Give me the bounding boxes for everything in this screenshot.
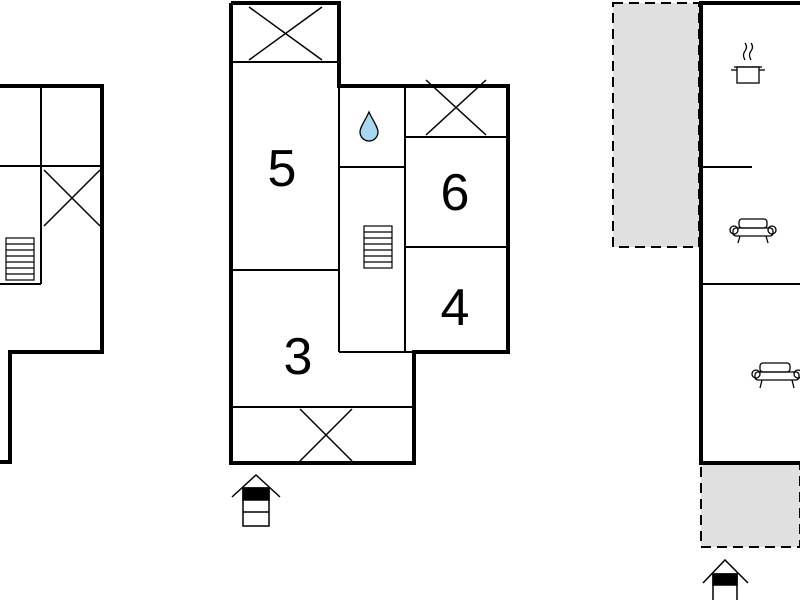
sofa-icon [751,362,800,389]
entrance-arrow-icon [702,558,749,600]
right-building-outer-wall [699,1,800,465]
void-cross-icon [425,79,487,136]
room-number-3: 3 [284,328,313,386]
right-building [612,1,800,600]
void-cross-icon [299,408,353,462]
left-building [0,84,104,464]
outdoor-terrace-area [700,462,800,548]
cooking-pot-icon [731,42,765,84]
entrance-arrow-icon [231,473,281,527]
room-number-6: 6 [441,164,470,222]
void-cross-icon [43,169,101,227]
stairs-icon [363,225,393,269]
room-number-4: 4 [441,279,470,337]
center-building-outer-wall [229,1,510,465]
outdoor-terrace-area [612,2,700,248]
water-drop-icon [359,110,379,142]
left-building-outer-wall [0,84,104,464]
room-number-5: 5 [268,140,297,198]
center-building [229,1,510,465]
void-cross-icon [248,6,323,61]
stairs-icon [5,237,35,281]
sofa-icon [729,218,777,244]
